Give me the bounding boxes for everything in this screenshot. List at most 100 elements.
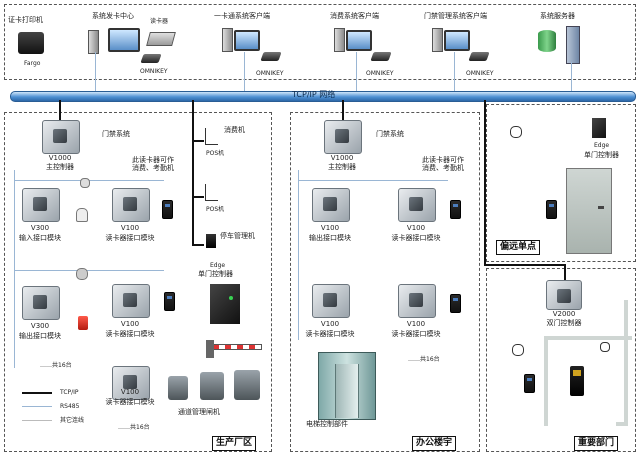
client3-screen-icon xyxy=(444,30,470,51)
factory-edge-icon xyxy=(210,284,240,324)
office-region-label: 办公楼宇 xyxy=(412,436,457,451)
office-door-system-label: 门禁系统 xyxy=(376,130,404,138)
factory-v100-b-name: V100 xyxy=(120,320,140,328)
factory-parking-link xyxy=(192,244,204,246)
office-v1000-icon xyxy=(324,120,362,154)
issue-pc-tower-icon xyxy=(88,30,99,54)
office-v100-a-name: V100 xyxy=(320,224,340,232)
client1-omnikey-label: OMNIKEY xyxy=(256,70,284,77)
dept-camera-icon-a xyxy=(512,344,524,356)
legend-tcpip-label: TCP/IP xyxy=(60,389,79,396)
pos-a-icon xyxy=(205,128,218,145)
remote-region-label: 偏远单点 xyxy=(496,240,541,255)
client3-omnikey-icon xyxy=(468,52,490,61)
remote-region-border xyxy=(486,104,636,262)
office-v100-b-role: 读卡器接口模块 xyxy=(391,234,441,242)
gate-label: 通道管理闸机 xyxy=(178,408,220,416)
drop-client1 xyxy=(244,52,245,91)
pos-b-icon xyxy=(205,184,218,201)
factory-door-system-label: 门禁系统 xyxy=(102,130,130,138)
factory-v300-b-role: 输出接口模块 xyxy=(19,332,61,340)
factory-v100-b-icon xyxy=(112,284,150,318)
office-v100-b-reader-icon xyxy=(450,200,461,219)
client2-screen-icon xyxy=(346,30,372,51)
issue-station-label: 系统发卡中心 xyxy=(92,12,134,20)
remote-edge-name: Edge xyxy=(594,142,610,149)
parking-icon xyxy=(206,234,216,248)
legend-rs485-label: RS485 xyxy=(60,403,80,410)
client1-tower-icon xyxy=(222,28,233,52)
office-v100-b-icon xyxy=(398,188,436,222)
office-v100-d-reader-icon xyxy=(450,294,461,313)
factory-region-border xyxy=(4,112,272,452)
factory-rs485-trunk xyxy=(14,170,15,368)
factory-v1000-role: 主控制器 xyxy=(46,163,74,171)
factory-edge-led-icon xyxy=(229,296,233,300)
office-v100-a-role: 输出接口模块 xyxy=(309,234,351,242)
drop-server xyxy=(571,62,572,91)
pos-a-label: POS机 xyxy=(206,150,225,157)
smoke-detector-icon xyxy=(76,208,88,222)
server-label: 系统服务器 xyxy=(540,12,575,20)
factory-count-b: ……共16台 xyxy=(118,424,150,431)
factory-v100-a-icon xyxy=(112,188,150,222)
server-rack-icon xyxy=(566,26,580,64)
office-v100-a-icon xyxy=(312,188,350,222)
factory-count-a: ……共16台 xyxy=(40,362,72,369)
database-icon xyxy=(538,30,556,52)
turnstile-b-icon xyxy=(200,372,224,400)
turnstile-a-icon xyxy=(168,376,188,400)
client2-tower-icon xyxy=(334,28,345,52)
factory-edge-role: 单门控制器 xyxy=(198,270,233,278)
card-printer-label: 证卡打印机 xyxy=(8,16,43,24)
dept-v2000-name: V2000 xyxy=(552,310,576,318)
tcpip-bus xyxy=(10,91,636,102)
factory-v300-a-role: 输入接口模块 xyxy=(19,234,61,242)
remote-camera-icon xyxy=(510,126,522,138)
remote-uplink xyxy=(484,100,486,266)
elevator-label: 电梯控制部件 xyxy=(306,420,348,428)
remote-door-handle-icon xyxy=(598,206,604,209)
factory-uplink xyxy=(59,100,61,120)
client3-label: 门禁管理系统客户端 xyxy=(424,12,487,20)
office-v100-d-icon xyxy=(398,284,436,318)
alarm-light-icon xyxy=(78,316,88,330)
client1-omnikey-icon xyxy=(260,52,282,61)
factory-v300-b-icon xyxy=(22,286,60,320)
office-v1000-name: V1000 xyxy=(330,154,354,162)
sensor-icon xyxy=(80,178,90,188)
office-rs485-top xyxy=(298,180,448,181)
issue-omnikey-icon xyxy=(140,54,162,63)
office-uplink xyxy=(342,100,344,120)
factory-v1000-icon xyxy=(42,120,80,154)
factory-v100-a-reader-icon xyxy=(162,200,173,219)
barrier-post-icon xyxy=(206,340,214,358)
elevator-door-icon xyxy=(335,364,359,418)
factory-rs485-mid xyxy=(14,270,164,271)
dept-camera-icon-b xyxy=(600,342,610,352)
legend-rs485-line xyxy=(22,406,52,407)
factory-v100-a-name: V100 xyxy=(120,224,140,232)
drop-client3 xyxy=(454,52,455,91)
client1-label: 一卡通系统客户端 xyxy=(214,12,270,20)
dept-region-label: 重要部门 xyxy=(574,436,619,451)
office-v100-d-name: V100 xyxy=(406,320,426,328)
office-region-border xyxy=(290,112,480,452)
client2-label: 消费系统客户端 xyxy=(330,12,379,20)
dept-terminal-screen-icon xyxy=(573,370,581,376)
dept-v2000-icon xyxy=(546,280,582,310)
client3-tower-icon xyxy=(432,28,443,52)
dept-uplink xyxy=(564,264,566,282)
office-v100-b-name: V100 xyxy=(406,224,426,232)
bus-label: TCP/IP 网络 xyxy=(292,90,336,99)
dept-region-border xyxy=(486,268,636,452)
client1-screen-icon xyxy=(234,30,260,51)
legend-tcpip-line xyxy=(22,392,52,394)
factory-v100-b-role: 读卡器接口模块 xyxy=(105,330,155,338)
parking-label: 停车管理机 xyxy=(220,232,255,240)
pos-b-label: POS机 xyxy=(206,206,225,213)
issue-reader-label: 读卡器 xyxy=(150,18,169,25)
factory-v100-c-role: 读卡器接口模块 xyxy=(105,398,155,406)
factory-v300-a-name: V300 xyxy=(30,224,50,232)
remote-bottom-link xyxy=(484,264,564,266)
